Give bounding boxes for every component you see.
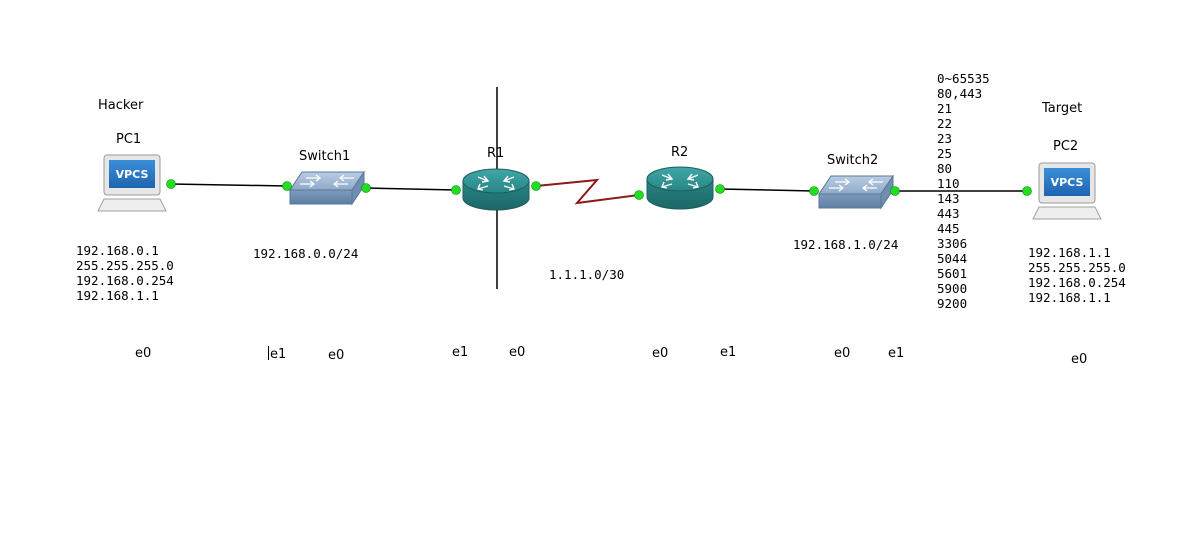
pc2-caption: Target: [1042, 101, 1083, 116]
port-dot[interactable]: [531, 181, 541, 191]
switch1-icon[interactable]: [289, 170, 365, 206]
pc2-config: 192.168.1.1 255.255.255.0 192.168.0.254 …: [1028, 245, 1126, 305]
r2-iface-left-label: e0: [652, 346, 669, 361]
r1-iface-left-label: e1: [452, 345, 469, 360]
port-item: 445: [937, 221, 960, 236]
link-switch1-r1[interactable]: [365, 187, 457, 191]
port-item: 80,443: [937, 86, 983, 101]
link-pc1-switch1[interactable]: [170, 183, 288, 187]
router-r1-icon[interactable]: [462, 168, 530, 211]
port-item: 9200: [937, 296, 968, 311]
link-r1-r2-serial[interactable]: [535, 178, 640, 205]
pc1-dns: 192.168.1.1: [76, 288, 159, 303]
switch2-icon[interactable]: [818, 174, 894, 210]
switch2-iface-left-label: e0: [834, 346, 851, 361]
r1-iface-right-label: e0: [509, 345, 526, 360]
switch2-name: Switch2: [827, 153, 879, 168]
link-r2-switch2[interactable]: [719, 188, 815, 192]
port-dot[interactable]: [809, 186, 819, 196]
pc2-dns: 192.168.1.1: [1028, 290, 1111, 305]
pc1-name: PC1: [116, 132, 142, 147]
port-item: 0~65535: [937, 71, 990, 86]
switch1-iface-right-label: e0: [328, 348, 345, 363]
pc2-screen-label: VPCS: [1051, 176, 1084, 189]
text-cursor: [268, 346, 269, 360]
port-dot[interactable]: [1022, 186, 1032, 196]
pc2-icon[interactable]: VPCS: [1032, 162, 1102, 220]
switch1-iface-left-label: e1: [268, 346, 286, 362]
r2-iface-right-label: e1: [720, 345, 737, 360]
pc2-gateway: 192.168.0.254: [1028, 275, 1126, 290]
r1-name: R1: [487, 146, 505, 161]
pc1-iface-label: e0: [135, 346, 152, 361]
pc1-ip: 192.168.0.1: [76, 243, 159, 258]
router-r2-icon[interactable]: [646, 166, 714, 210]
switch1-iface-left-text: e1: [270, 347, 287, 362]
lan2-network-label: 192.168.1.0/24: [793, 237, 899, 252]
wan-network-label: 1.1.1.0/30: [549, 267, 625, 282]
port-item: 3306: [937, 236, 968, 251]
port-item: 23: [937, 131, 953, 146]
port-item: 80: [937, 161, 953, 176]
pc1-screen-label: VPCS: [116, 168, 149, 181]
port-dot[interactable]: [166, 179, 176, 189]
lan1-network-label: 192.168.0.0/24: [253, 246, 359, 261]
port-dot[interactable]: [715, 184, 725, 194]
port-item: 22: [937, 116, 953, 131]
port-dot[interactable]: [451, 185, 461, 195]
port-dot[interactable]: [361, 183, 371, 193]
port-item: 5601: [937, 266, 968, 281]
pc2-iface-label: e0: [1071, 352, 1088, 367]
pc1-config: 192.168.0.1 255.255.255.0 192.168.0.254 …: [76, 243, 174, 303]
pc2-mask: 255.255.255.0: [1028, 260, 1126, 275]
port-dot[interactable]: [634, 190, 644, 200]
port-item: 5044: [937, 251, 968, 266]
port-dot[interactable]: [890, 186, 900, 196]
port-item: 143: [937, 191, 960, 206]
pc1-caption: Hacker: [98, 98, 144, 113]
port-list: 0~65535 80,443 21 22 23 25 80 110 143 44…: [937, 71, 990, 311]
pc2-name: PC2: [1053, 139, 1079, 154]
pc2-ip: 192.168.1.1: [1028, 245, 1111, 260]
r2-name: R2: [671, 145, 689, 160]
port-dot[interactable]: [282, 181, 292, 191]
port-item: 443: [937, 206, 960, 221]
pc1-icon[interactable]: VPCS: [97, 154, 167, 212]
pc1-gateway: 192.168.0.254: [76, 273, 174, 288]
port-item: 5900: [937, 281, 968, 296]
port-item: 110: [937, 176, 960, 191]
switch1-name: Switch1: [299, 149, 351, 164]
switch2-iface-right-label: e1: [888, 346, 905, 361]
port-item: 21: [937, 101, 953, 116]
pc1-mask: 255.255.255.0: [76, 258, 174, 273]
port-item: 25: [937, 146, 953, 161]
